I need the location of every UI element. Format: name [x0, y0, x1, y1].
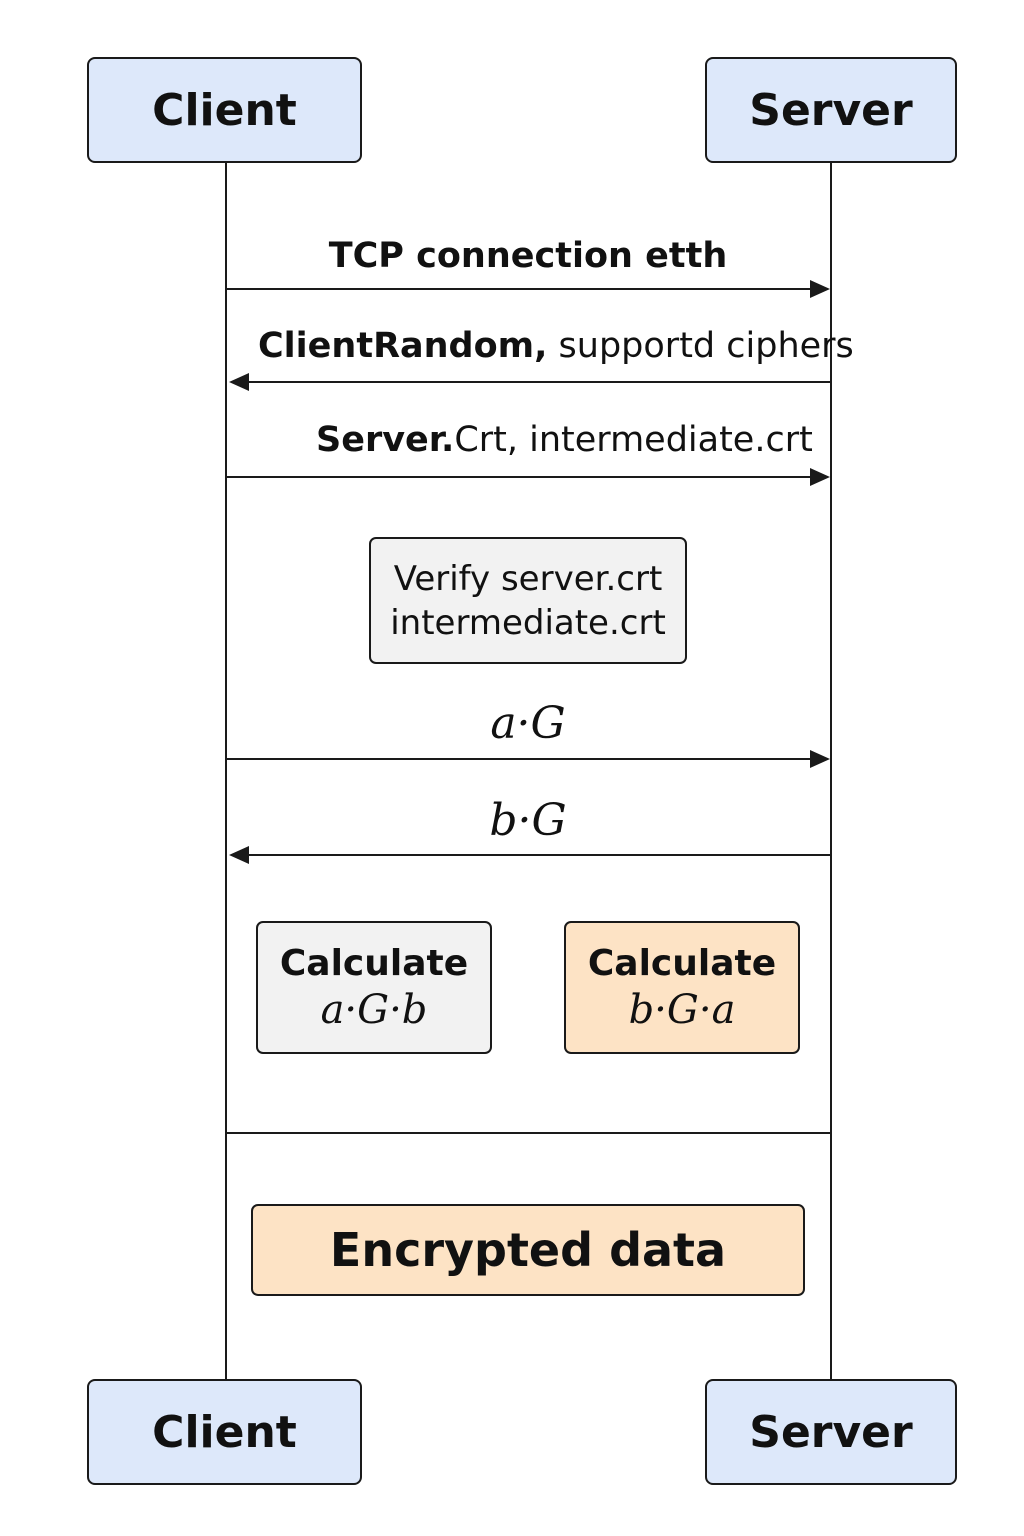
- message-clientrandom-label: ClientRandom, supportd ciphers: [258, 326, 854, 366]
- client-calculate-expr: a·G·b: [320, 986, 428, 1033]
- server-calculate-title: Calculate: [587, 942, 777, 984]
- server-actor-bottom: Server: [705, 1379, 957, 1485]
- verify-line-2: intermediate.crt: [390, 602, 666, 643]
- message-servercrt-label: Server.Crt, intermediate.crt: [316, 420, 813, 460]
- message-aG-arrowhead: [810, 750, 830, 768]
- server-actor-bottom-label: Server: [749, 1406, 913, 1458]
- message-clientrandom-normal: supportd ciphers: [547, 326, 854, 366]
- message-servercrt-normal: Crt, intermediate.crt: [454, 420, 813, 460]
- client-lifeline: [225, 162, 227, 1380]
- server-actor-top-label: Server: [749, 84, 913, 136]
- client-actor-bottom-label: Client: [152, 1406, 297, 1458]
- message-clientrandom-arrowhead: [229, 373, 249, 391]
- client-calculate-box: Calculate a·G·b: [256, 921, 492, 1054]
- verify-certificates-box: Verify server.crt intermediate.crt: [369, 537, 687, 664]
- server-actor-top: Server: [705, 57, 957, 163]
- message-bG-arrowhead: [229, 846, 249, 864]
- verify-line-1: Verify server.crt: [393, 558, 663, 599]
- message-bG-label: b·G: [489, 795, 567, 846]
- message-tcp-bold: TCP connection etth: [328, 236, 728, 276]
- message-clientrandom-arrow: [248, 381, 831, 383]
- server-lifeline: [830, 162, 832, 1380]
- client-actor-top-label: Client: [152, 84, 297, 136]
- server-calculate-box: Calculate b·G·a: [564, 921, 800, 1054]
- message-tcp-arrow: [226, 288, 812, 290]
- message-servercrt-arrow: [226, 476, 812, 478]
- client-actor-top: Client: [87, 57, 362, 163]
- client-actor-bottom: Client: [87, 1379, 362, 1485]
- message-bG-arrow: [248, 854, 831, 856]
- message-tcp-arrowhead: [810, 280, 830, 298]
- client-calculate-title: Calculate: [279, 942, 469, 984]
- server-calculate-expr: b·G·a: [628, 986, 736, 1033]
- phase-separator: [226, 1132, 832, 1134]
- encrypted-data-label: Encrypted data: [329, 1223, 727, 1277]
- message-tcp-label: TCP connection etth: [226, 236, 830, 276]
- message-aG-label: a·G: [490, 698, 566, 749]
- message-clientrandom-bold: ClientRandom,: [258, 326, 548, 366]
- message-servercrt-bold: Server.: [316, 420, 455, 460]
- encrypted-data-box: Encrypted data: [251, 1204, 805, 1296]
- message-aG-arrow: [226, 758, 812, 760]
- message-servercrt-arrowhead: [810, 468, 830, 486]
